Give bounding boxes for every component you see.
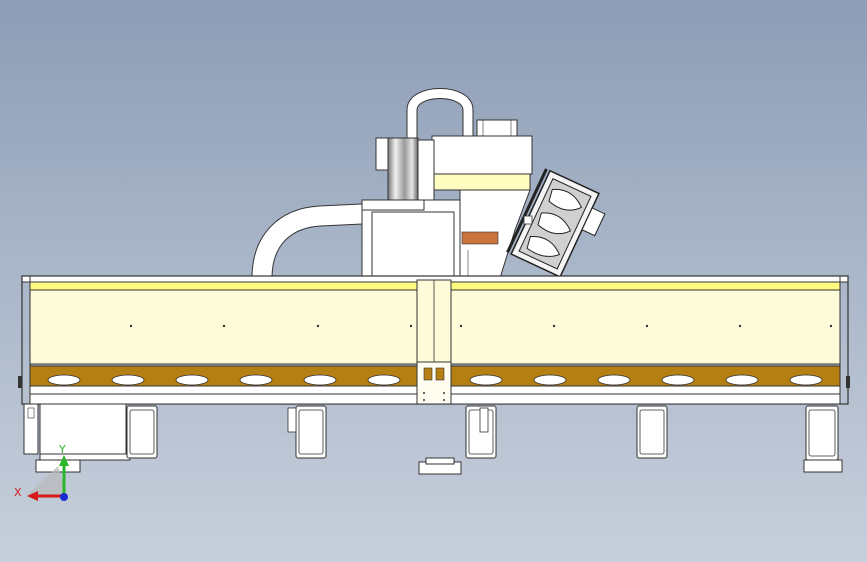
- copper-strip: [461, 231, 499, 245]
- x-axis-label: X: [14, 486, 22, 499]
- coordinate-triad: Y X: [14, 443, 69, 501]
- beam-slots: [47, 374, 823, 386]
- spindle-head[interactable]: [361, 88, 612, 283]
- y-axis-label: Y: [58, 443, 66, 456]
- control-cabinet: [39, 403, 127, 461]
- left-end-block: [23, 403, 39, 455]
- tilted-saw-aggregate: [506, 168, 606, 278]
- vacuum-hose: [251, 203, 363, 279]
- leg: [465, 405, 497, 459]
- leg: [287, 405, 327, 459]
- gantry-beam[interactable]: [18, 275, 850, 405]
- leg: [126, 405, 158, 459]
- center-foot: [418, 457, 462, 475]
- leg: [803, 405, 843, 473]
- rotary-drum: [387, 137, 419, 211]
- z-axis-icon: [60, 493, 68, 501]
- upper-housing: [431, 135, 533, 175]
- beam-end-cap-right: [846, 376, 850, 388]
- housing-yellow-band: [433, 173, 531, 191]
- leg: [636, 405, 668, 459]
- beam-rivets: [129, 324, 833, 328]
- support-legs[interactable]: [23, 403, 843, 475]
- beam-end-cap-left: [18, 376, 22, 388]
